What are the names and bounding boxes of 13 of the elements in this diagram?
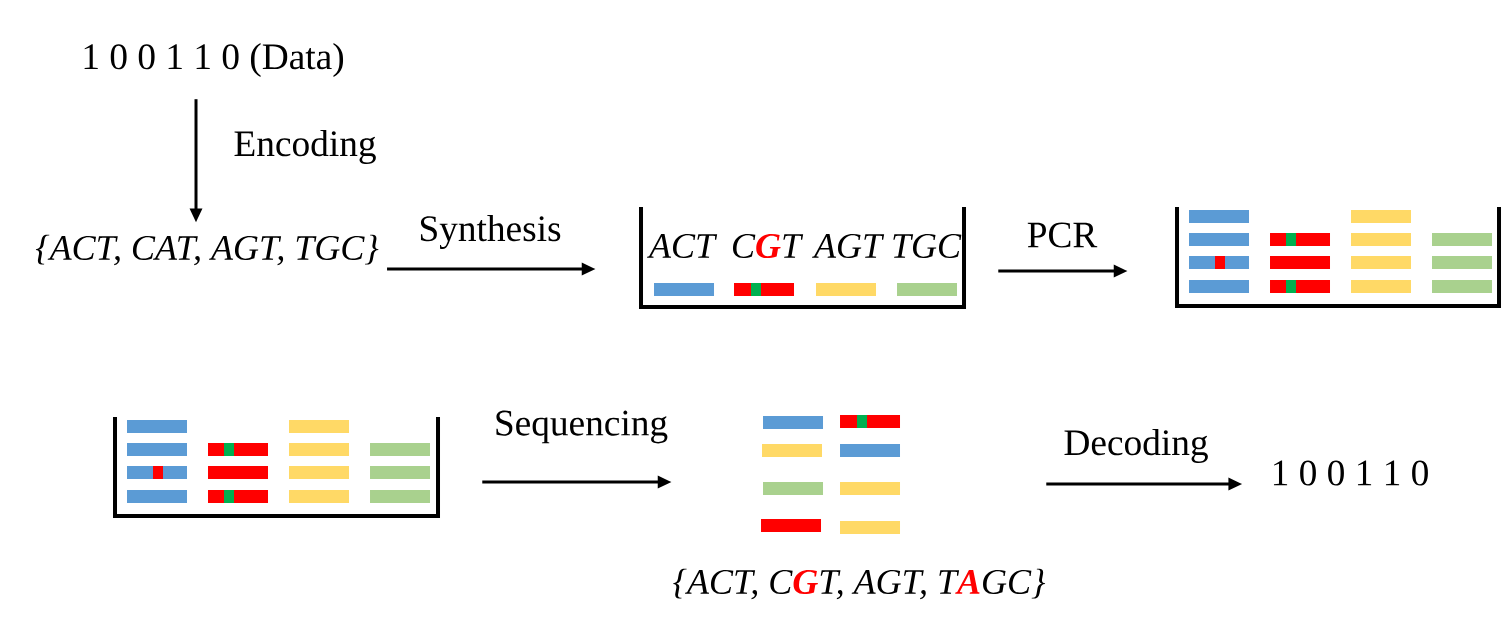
bit-string: 1 0 0 1 1 0: [1273, 460, 1428, 486]
sequence-label: TGC: [893, 233, 962, 259]
edge-label: Sequencing: [496, 410, 668, 444]
edge-label: Encoding: [234, 130, 376, 164]
sequence-label: CGT: [733, 233, 804, 259]
sequence-set: {ACT, CGT, AGT, TAGC}: [673, 568, 1046, 600]
edge-label: PCR: [1027, 222, 1098, 248]
sequence-label: ACT: [647, 233, 718, 259]
edge-label: Decoding: [1064, 429, 1208, 463]
sequence-label: AGT: [812, 233, 885, 259]
sequence-set: {ACT, CAT, AGT, TGC}: [35, 234, 379, 266]
bit-string: 1 0 0 1 1 0 (Data): [84, 43, 344, 77]
edge-label: Synthesis: [420, 215, 561, 249]
